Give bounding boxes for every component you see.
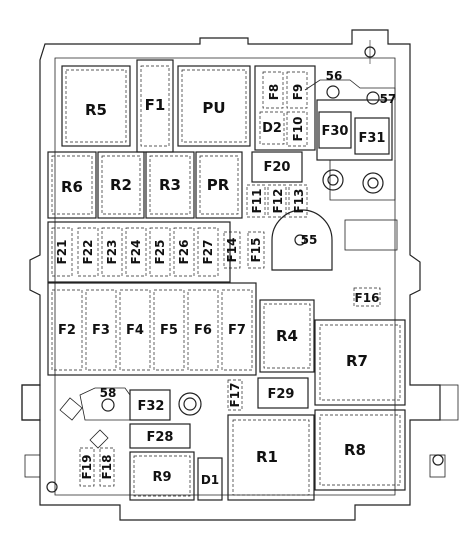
fuse-f17 — [227, 379, 243, 411]
terminal-56 — [326, 85, 340, 99]
label-f17: F17 — [228, 383, 242, 408]
fuse-f8 — [262, 71, 284, 109]
label-f9: F9 — [291, 84, 305, 101]
relay-r4 — [259, 299, 315, 373]
label-r4: R4 — [276, 327, 298, 345]
fuse-f18 — [99, 447, 115, 487]
label-pr: PR — [207, 176, 230, 194]
label-58: 58 — [100, 386, 117, 400]
fuse-f9 — [286, 71, 308, 109]
label-f12: F12 — [271, 189, 285, 214]
diode-d2 — [259, 111, 285, 145]
label-57: 57 — [380, 92, 397, 106]
fuse-f30 — [318, 111, 352, 149]
fuse-f20 — [251, 151, 303, 183]
relay-r2 — [97, 151, 145, 219]
label-f16: F16 — [355, 291, 380, 305]
label-r9: R9 — [152, 470, 171, 485]
label-f10: F10 — [291, 117, 305, 142]
label-f30: F30 — [322, 124, 349, 139]
label-f6: F6 — [194, 323, 212, 338]
terminal-55 — [271, 209, 333, 271]
label-f32: F32 — [138, 399, 165, 414]
terminal-58 — [101, 398, 115, 412]
terminal-57 — [366, 91, 380, 105]
relay-pu — [177, 65, 251, 147]
fuse-f29 — [257, 377, 309, 409]
label-f2: F2 — [58, 323, 76, 338]
label-f28: F28 — [147, 430, 174, 445]
label-f4: F4 — [126, 323, 144, 338]
label-f26: F26 — [177, 240, 191, 265]
label-56: 56 — [326, 69, 343, 83]
relay-r7 — [314, 319, 406, 406]
fuse-f28 — [129, 423, 191, 449]
label-d1: D1 — [201, 473, 219, 487]
label-f23: F23 — [105, 240, 119, 265]
label-f19: F19 — [80, 455, 94, 480]
label-r1: R1 — [256, 448, 278, 466]
label-f21: F21 — [55, 240, 69, 265]
label-r2: R2 — [110, 176, 132, 194]
relay-r8 — [314, 409, 406, 491]
label-f22: F22 — [81, 240, 95, 265]
label-f27: F27 — [201, 240, 215, 265]
label-r3: R3 — [159, 176, 181, 194]
label-f14: F14 — [225, 238, 239, 263]
label-f8: F8 — [267, 84, 281, 101]
label-f29: F29 — [268, 387, 295, 402]
label-pu: PU — [202, 99, 225, 117]
housing-outline — [21, 29, 441, 521]
label-d2: D2 — [262, 121, 282, 136]
relay-r5 — [61, 65, 131, 147]
label-r6: R6 — [61, 178, 83, 196]
label-f11: F11 — [250, 189, 264, 214]
relay-r3 — [145, 151, 195, 219]
label-f3: F3 — [92, 323, 110, 338]
label-f24: F24 — [129, 240, 143, 265]
diode-d1 — [197, 457, 223, 501]
label-f15: F15 — [249, 238, 263, 263]
label-f13: F13 — [292, 189, 306, 214]
relay-r1 — [227, 414, 315, 501]
label-f7: F7 — [228, 323, 246, 338]
label-f31: F31 — [359, 131, 386, 146]
relay-r9 — [129, 451, 195, 501]
label-f1: F1 — [145, 96, 166, 114]
label-r8: R8 — [344, 441, 366, 459]
fuse-f19 — [79, 447, 95, 487]
label-f5: F5 — [160, 323, 178, 338]
label-r7: R7 — [346, 352, 368, 370]
fuse-f31 — [354, 117, 390, 155]
label-r5: R5 — [85, 101, 107, 119]
label-f25: F25 — [153, 240, 167, 265]
label-f18: F18 — [100, 455, 114, 480]
fuse-f10 — [286, 111, 308, 147]
relay-pr — [195, 151, 243, 219]
label-f20: F20 — [264, 160, 291, 175]
relay-r6 — [47, 151, 97, 219]
label-55: 55 — [301, 233, 318, 247]
